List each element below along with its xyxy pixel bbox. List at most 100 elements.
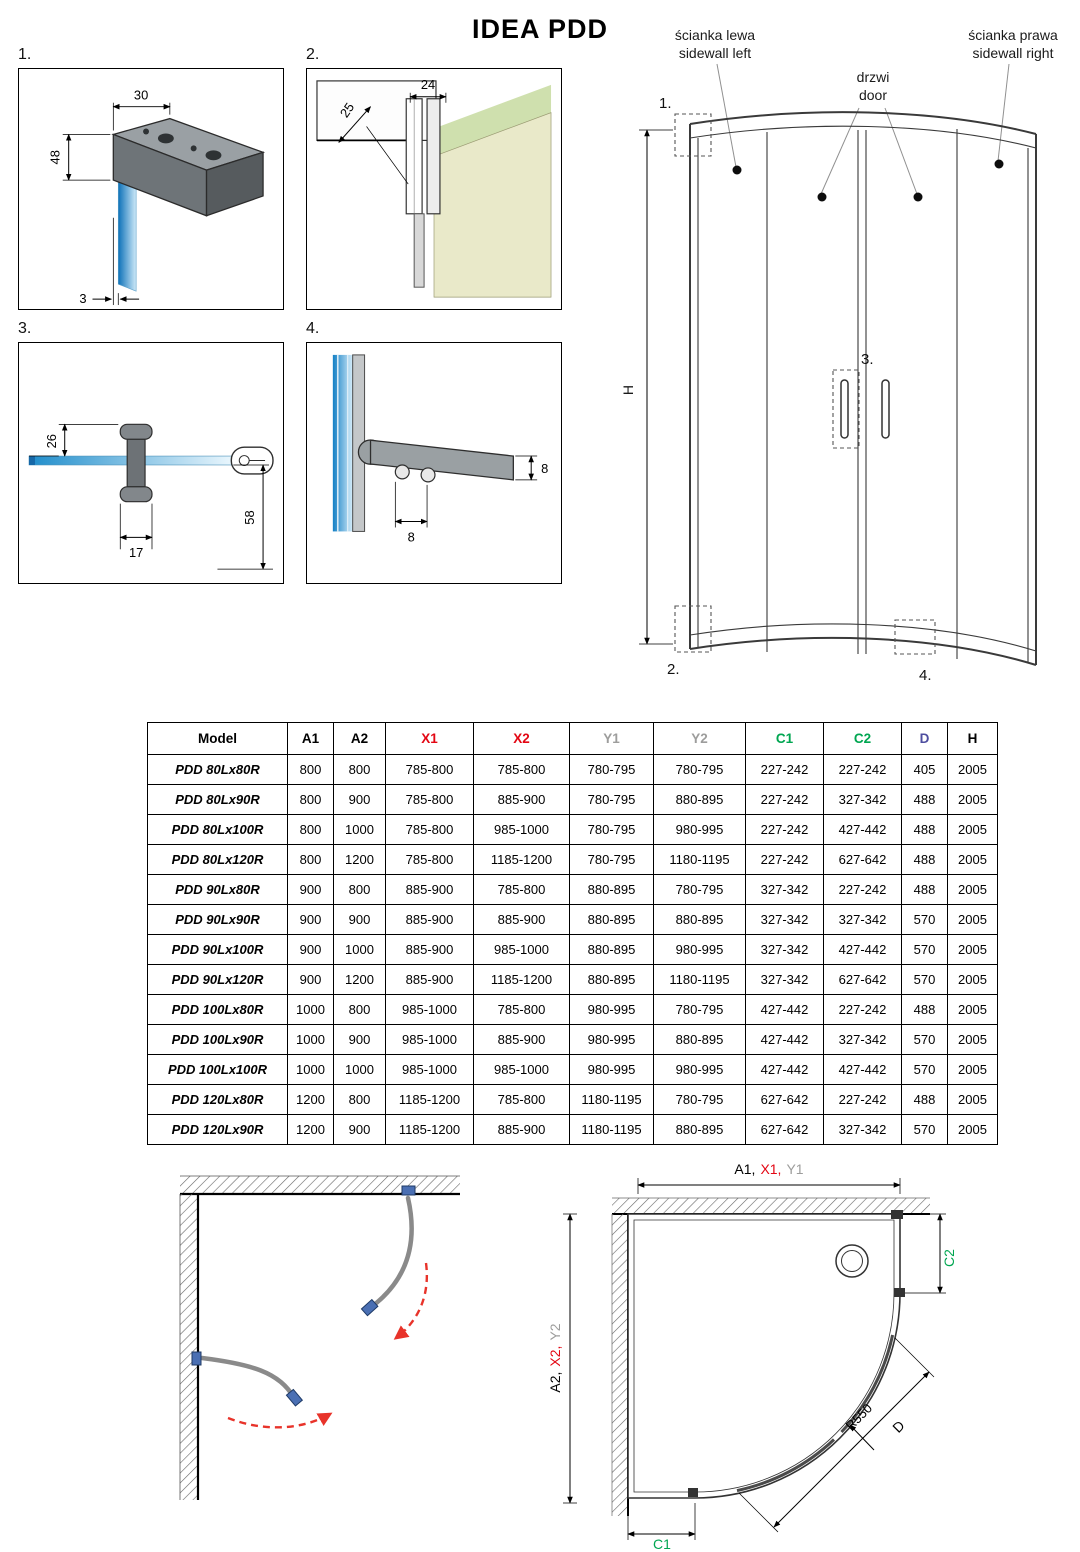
dim-26-text: 26 <box>44 434 59 448</box>
dim-8-side-text: 8 <box>541 461 548 476</box>
value-cell: 885-900 <box>385 874 474 905</box>
value-cell: 880-895 <box>569 934 654 965</box>
value-cell: 900 <box>333 904 386 935</box>
column-header-x2: X2 <box>473 722 570 755</box>
model-cell: PDD 80Lx90R <box>147 784 288 815</box>
value-cell: 488 <box>901 844 948 875</box>
value-cell: 800 <box>333 1084 386 1115</box>
value-cell: 800 <box>287 754 334 785</box>
value-cell: 327-342 <box>745 904 824 935</box>
value-cell: 2005 <box>947 844 998 875</box>
value-cell: 880-895 <box>569 904 654 935</box>
top-rail-profile <box>111 117 266 217</box>
opening-arrow-right <box>393 1262 428 1340</box>
value-cell: 1000 <box>287 1024 334 1055</box>
detail-4-label: 4. <box>306 320 320 337</box>
value-cell: 427-442 <box>823 1054 902 1085</box>
value-cell: 800 <box>333 994 386 1025</box>
callout-3: 3. <box>832 351 874 449</box>
value-cell: 900 <box>287 934 334 965</box>
column-header-c2: C2 <box>823 722 902 755</box>
value-cell: 327-342 <box>823 1114 902 1145</box>
value-cell: 900 <box>333 784 386 815</box>
model-cell: PDD 90Lx80R <box>147 874 288 905</box>
detail-3-label: 3. <box>18 320 32 337</box>
profile-end-cap <box>230 446 274 475</box>
walls <box>179 1175 460 1500</box>
dimension-17: 17 <box>119 503 153 560</box>
door-label-en: door <box>859 87 887 103</box>
handle-mark <box>360 1298 379 1317</box>
value-cell: 570 <box>901 1114 948 1145</box>
value-cell: 785-800 <box>385 754 474 785</box>
dimension-3: 3 <box>79 217 140 306</box>
model-cell: PDD 90Lx100R <box>147 934 288 965</box>
dim-y2: Y2 <box>550 1323 563 1340</box>
value-cell: 980-995 <box>569 1054 654 1085</box>
dimension-30: 30 <box>112 88 171 131</box>
dim-30-text: 30 <box>134 88 148 103</box>
shower-tray <box>627 1213 901 1499</box>
model-cell: PDD 80Lx100R <box>147 814 288 845</box>
value-cell: 785-800 <box>473 1084 570 1115</box>
handle-mark <box>401 1185 416 1196</box>
elevation-drawing: ścianka lewa sidewall left drzwi door śc… <box>620 27 1058 684</box>
value-cell: 785-800 <box>473 994 570 1025</box>
dim-d-text: D <box>889 1417 907 1435</box>
dimension-top: A1,X1,Y1 <box>637 1161 901 1194</box>
value-cell: 227-242 <box>745 784 824 815</box>
dimension-c2: C2 <box>905 1213 957 1294</box>
value-cell: 985-1000 <box>385 994 474 1025</box>
value-cell: 327-342 <box>823 904 902 935</box>
column-header-c1: C1 <box>745 722 824 755</box>
dim-17-text: 17 <box>129 545 143 560</box>
dimension-48: 48 <box>48 133 111 181</box>
value-cell: 885-900 <box>473 1114 570 1145</box>
detail-drawing-3: 26 17 58 <box>18 342 284 584</box>
model-cell: PDD 100Lx90R <box>147 1024 288 1055</box>
value-cell: 405 <box>901 754 948 785</box>
value-cell: 1000 <box>287 1054 334 1085</box>
door-label-pl: drzwi <box>857 69 890 85</box>
value-cell: 227-242 <box>745 754 824 785</box>
value-cell: 880-895 <box>569 874 654 905</box>
value-cell: 885-900 <box>473 904 570 935</box>
model-cell: PDD 80Lx120R <box>147 844 288 875</box>
value-cell: 785-800 <box>385 844 474 875</box>
callout-4-text: 4. <box>919 667 932 684</box>
callout-2: 2. <box>667 605 712 678</box>
bracket <box>891 1210 903 1219</box>
plan-drawing: A1,X1,Y1 A2,X2,Y2 C2 C1 R550 <box>550 1161 957 1552</box>
column-header-y1: Y1 <box>569 722 654 755</box>
value-cell: 2005 <box>947 1114 998 1145</box>
value-cell: 780-795 <box>653 1084 746 1115</box>
dim-25-text: 25 <box>337 100 358 120</box>
dim-h-text: H <box>620 385 636 395</box>
value-cell: 885-900 <box>385 904 474 935</box>
value-cell: 785-800 <box>473 874 570 905</box>
model-cell: PDD 90Lx120R <box>147 964 288 995</box>
detail-1-label: 1. <box>18 46 32 63</box>
value-cell: 488 <box>901 1084 948 1115</box>
value-cell: 2005 <box>947 754 998 785</box>
value-cell: 570 <box>901 1054 948 1085</box>
value-cell: 985-1000 <box>473 1054 570 1085</box>
glass-panel <box>332 354 353 532</box>
model-cell: PDD 90Lx90R <box>147 904 288 935</box>
value-cell: 985-1000 <box>385 1024 474 1055</box>
column-header-x1: X1 <box>385 722 474 755</box>
callout-2-text: 2. <box>667 661 680 678</box>
value-cell: 488 <box>901 874 948 905</box>
value-cell: 800 <box>333 874 386 905</box>
value-cell: 227-242 <box>745 844 824 875</box>
door-opening-schematic <box>179 1175 460 1500</box>
value-cell: 900 <box>287 964 334 995</box>
sidewall-left-label-en: sidewall left <box>679 45 751 61</box>
door-arc-right <box>360 1185 416 1317</box>
